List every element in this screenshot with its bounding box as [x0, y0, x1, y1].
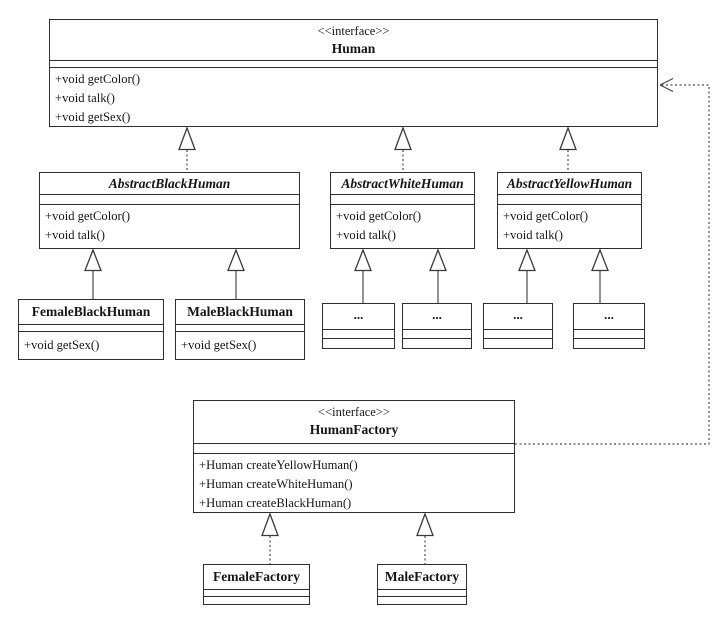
ellipsis-1-methods-compartment — [323, 338, 394, 348]
realization-arrow-abstract-black-to-human — [178, 126, 196, 172]
class-box-male-black-human: MaleBlackHuman +void getSex() — [175, 299, 305, 360]
realization-arrow-female-factory-to-human-factory — [261, 512, 279, 564]
human-attributes-compartment — [50, 60, 657, 67]
ellipsis-1-attributes-compartment — [323, 329, 394, 338]
abstract-white-attributes-compartment — [331, 194, 474, 204]
female-factory-title-compartment: FemaleFactory — [204, 565, 309, 589]
human-methods-compartment: +void getColor() +void talk() +void getS… — [50, 67, 657, 126]
class-box-ellipsis-1: ... — [322, 303, 395, 349]
ellipsis-2-title: ... — [432, 307, 442, 322]
human-factory-attributes-compartment — [194, 443, 514, 453]
method-item: +void talk() — [336, 228, 396, 242]
method-item: +void getColor() — [55, 72, 141, 86]
human-title-compartment: <<interface>> Human — [50, 20, 657, 60]
abstract-yellow-title-compartment: AbstractYellowHuman — [498, 173, 641, 194]
ellipsis-3-title: ... — [513, 307, 523, 322]
method-item: +void talk() — [503, 228, 563, 242]
method-item: +void getSex() — [55, 110, 131, 124]
class-box-ellipsis-2: ... — [402, 303, 472, 349]
method-item: +void getSex() — [181, 338, 257, 352]
male-factory-class-name: MaleFactory — [384, 569, 460, 584]
class-box-male-factory: MaleFactory — [377, 564, 467, 605]
human-factory-methods-compartment: +Human createYellowHuman() +Human create… — [194, 453, 514, 512]
abstract-yellow-class-name: AbstractYellowHuman — [506, 176, 633, 191]
method-item: +Human createBlackHuman() — [199, 496, 352, 510]
female-black-class-name: FemaleBlackHuman — [31, 304, 151, 319]
class-box-ellipsis-4: ... — [573, 303, 645, 349]
male-factory-methods-compartment — [378, 596, 466, 604]
method-item: +Human createYellowHuman() — [199, 458, 358, 472]
method-item: +void talk() — [55, 91, 115, 105]
class-box-female-factory: FemaleFactory — [203, 564, 310, 605]
class-box-abstract-white-human: AbstractWhiteHuman +void getColor() +voi… — [330, 172, 475, 249]
ellipsis-1-title: ... — [353, 307, 364, 322]
female-factory-class-name: FemaleFactory — [213, 569, 300, 584]
generalization-arrow-ellipsis1-to-abstract-white — [354, 248, 372, 303]
abstract-white-title-compartment: AbstractWhiteHuman — [331, 173, 474, 194]
realization-arrow-male-factory-to-human-factory — [416, 512, 434, 564]
male-black-title-compartment: MaleBlackHuman — [176, 300, 304, 324]
ellipsis-2-methods-compartment — [403, 338, 471, 348]
ellipsis-3-attributes-compartment — [484, 329, 552, 338]
human-factory-title-compartment: <<interface>> HumanFactory — [194, 401, 514, 443]
human-class-name: Human — [331, 41, 376, 56]
abstract-yellow-attributes-compartment — [498, 194, 641, 204]
method-item: +Human createWhiteHuman() — [199, 477, 353, 491]
generalization-arrow-ellipsis3-to-abstract-yellow — [518, 248, 536, 303]
ellipsis-3-methods-compartment — [484, 338, 552, 348]
generalization-arrow-male-black-to-abstract-black — [227, 248, 245, 299]
human-stereotype: <<interface>> — [317, 24, 390, 38]
ellipsis-4-methods-compartment — [574, 338, 644, 348]
method-item: +void getColor() — [45, 209, 131, 223]
abstract-black-title-compartment: AbstractBlackHuman — [40, 173, 299, 194]
ellipsis-4-attributes-compartment — [574, 329, 644, 338]
female-factory-methods-compartment — [204, 596, 309, 604]
realization-arrow-abstract-yellow-to-human — [559, 126, 577, 172]
realization-arrow-abstract-white-to-human — [394, 126, 412, 172]
abstract-black-attributes-compartment — [40, 194, 299, 204]
female-factory-attributes-compartment — [204, 589, 309, 596]
female-black-methods-compartment: +void getSex() — [19, 331, 163, 359]
male-black-attributes-compartment — [176, 324, 304, 331]
female-black-title-compartment: FemaleBlackHuman — [19, 300, 163, 324]
method-item: +void talk() — [45, 228, 105, 242]
abstract-black-methods-compartment: +void getColor() +void talk() — [40, 204, 299, 248]
abstract-white-methods-compartment: +void getColor() +void talk() — [331, 204, 474, 248]
male-black-methods-compartment: +void getSex() — [176, 331, 304, 359]
generalization-arrow-ellipsis4-to-abstract-yellow — [591, 248, 609, 303]
abstract-yellow-methods-compartment: +void getColor() +void talk() — [498, 204, 641, 248]
method-item: +void getColor() — [336, 209, 422, 223]
generalization-arrow-female-black-to-abstract-black — [84, 248, 102, 299]
female-black-attributes-compartment — [19, 324, 163, 331]
class-box-abstract-yellow-human: AbstractYellowHuman +void getColor() +vo… — [497, 172, 642, 249]
ellipsis-2-attributes-compartment — [403, 329, 471, 338]
male-black-class-name: MaleBlackHuman — [187, 304, 293, 319]
class-box-female-black-human: FemaleBlackHuman +void getSex() — [18, 299, 164, 360]
method-item: +void getSex() — [24, 338, 100, 352]
human-factory-class-name: HumanFactory — [309, 422, 399, 437]
dependency-arrow-human-factory-to-human — [515, 77, 710, 445]
ellipsis-4-title: ... — [604, 307, 614, 322]
human-factory-stereotype: <<interface>> — [318, 405, 390, 419]
class-box-abstract-black-human: AbstractBlackHuman +void getColor() +voi… — [39, 172, 300, 249]
abstract-white-class-name: AbstractWhiteHuman — [341, 176, 464, 191]
generalization-arrow-ellipsis2-to-abstract-white — [429, 248, 447, 303]
abstract-black-class-name: AbstractBlackHuman — [108, 176, 231, 191]
male-factory-attributes-compartment — [378, 589, 466, 596]
class-box-human-factory: <<interface>> HumanFactory +Human create… — [193, 400, 515, 513]
male-factory-title-compartment: MaleFactory — [378, 565, 466, 589]
method-item: +void getColor() — [503, 209, 589, 223]
class-box-human: <<interface>> Human +void getColor() +vo… — [49, 19, 658, 127]
class-box-ellipsis-3: ... — [483, 303, 553, 349]
